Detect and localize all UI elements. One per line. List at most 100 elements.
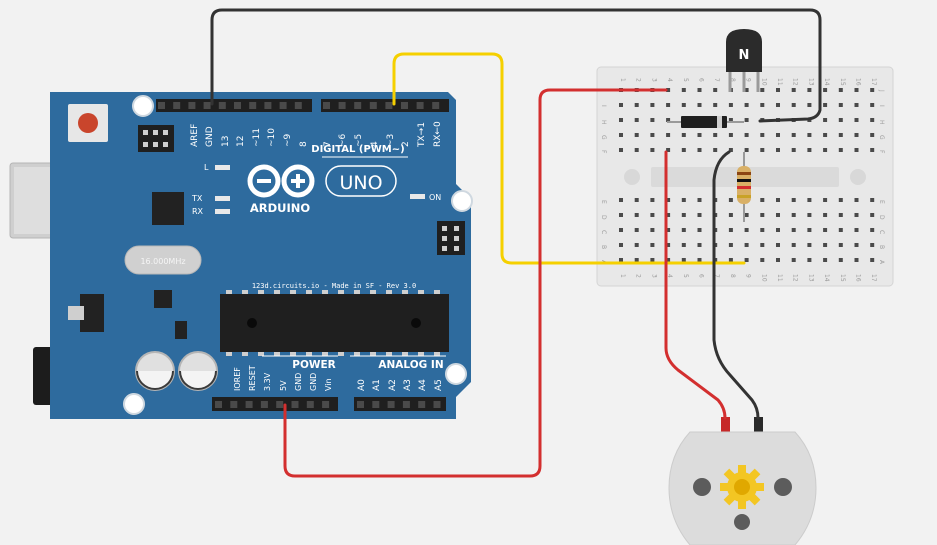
arduino-board[interactable]: 16.000MHz L TX RX ON bbox=[9, 92, 473, 419]
header-pin[interactable] bbox=[188, 102, 196, 109]
breadboard-hole[interactable] bbox=[666, 228, 671, 232]
breadboard-hole[interactable] bbox=[728, 228, 733, 232]
breadboard-hole[interactable] bbox=[681, 258, 686, 262]
breadboard-hole[interactable] bbox=[760, 258, 765, 262]
breadboard-hole[interactable] bbox=[760, 148, 765, 152]
header-pin[interactable] bbox=[418, 401, 426, 408]
header-pin[interactable] bbox=[322, 401, 330, 408]
header-pin[interactable] bbox=[306, 401, 314, 408]
breadboard-hole[interactable] bbox=[823, 88, 828, 92]
breadboard-hole[interactable] bbox=[650, 213, 655, 217]
breadboard-hole[interactable] bbox=[838, 228, 843, 232]
breadboard-hole[interactable] bbox=[650, 198, 655, 202]
breadboard-hole[interactable] bbox=[619, 118, 623, 122]
breadboard-hole[interactable] bbox=[697, 88, 702, 92]
breadboard-hole[interactable] bbox=[728, 213, 733, 217]
wire-motor-red[interactable] bbox=[664, 150, 727, 420]
breadboard-hole[interactable] bbox=[776, 103, 780, 107]
breadboard-hole[interactable] bbox=[760, 213, 765, 217]
breadboard-hole[interactable] bbox=[776, 198, 780, 202]
breadboard-hole[interactable] bbox=[744, 243, 749, 247]
breadboard-hole[interactable] bbox=[776, 213, 780, 217]
breadboard-hole[interactable] bbox=[666, 88, 671, 92]
breadboard-hole[interactable] bbox=[760, 133, 765, 137]
breadboard-hole[interactable] bbox=[823, 213, 828, 217]
header-pin[interactable] bbox=[245, 401, 253, 408]
breadboard-hole[interactable] bbox=[634, 198, 639, 202]
breadboard-hole[interactable] bbox=[791, 103, 796, 107]
breadboard-hole[interactable] bbox=[823, 243, 828, 247]
breadboard-hole[interactable] bbox=[713, 88, 718, 92]
breadboard-hole[interactable] bbox=[823, 148, 828, 152]
breadboard-hole[interactable] bbox=[854, 258, 859, 262]
breadboard-hole[interactable] bbox=[666, 243, 671, 247]
breadboard-hole[interactable] bbox=[728, 133, 733, 137]
breadboard-hole[interactable] bbox=[650, 118, 655, 122]
breadboard-hole[interactable] bbox=[854, 198, 859, 202]
breadboard-hole[interactable] bbox=[634, 228, 639, 232]
breadboard-hole[interactable] bbox=[681, 133, 686, 137]
breadboard-hole[interactable] bbox=[681, 243, 686, 247]
breadboard-hole[interactable] bbox=[776, 88, 780, 92]
breadboard-hole[interactable] bbox=[728, 118, 733, 122]
breadboard-hole[interactable] bbox=[728, 198, 733, 202]
header-pin[interactable] bbox=[203, 102, 211, 109]
breadboard-hole[interactable] bbox=[791, 258, 796, 262]
breadboard-hole[interactable] bbox=[744, 103, 749, 107]
header-pin[interactable] bbox=[249, 102, 257, 109]
breadboard-hole[interactable] bbox=[760, 103, 765, 107]
header-pin[interactable] bbox=[218, 102, 226, 109]
breadboard-hole[interactable] bbox=[807, 198, 812, 202]
breadboard-hole[interactable] bbox=[681, 148, 686, 152]
breadboard-hole[interactable] bbox=[619, 213, 623, 217]
breadboard-hole[interactable] bbox=[870, 198, 875, 202]
wire-gnd-black[interactable] bbox=[210, 8, 822, 123]
breadboard-hole[interactable] bbox=[650, 243, 655, 247]
breadboard-hole[interactable] bbox=[697, 103, 702, 107]
breadboard-hole[interactable] bbox=[634, 118, 639, 122]
header-pin[interactable] bbox=[385, 102, 393, 109]
header-pin[interactable] bbox=[260, 401, 268, 408]
breadboard-hole[interactable] bbox=[870, 103, 875, 107]
breadboard-hole[interactable] bbox=[760, 88, 765, 92]
breadboard-hole[interactable] bbox=[713, 133, 718, 137]
breadboard-hole[interactable] bbox=[838, 118, 843, 122]
breadboard-hole[interactable] bbox=[870, 258, 875, 262]
breadboard-hole[interactable] bbox=[728, 243, 733, 247]
header-pin[interactable] bbox=[357, 401, 364, 408]
breadboard-hole[interactable] bbox=[681, 88, 686, 92]
breadboard-hole[interactable] bbox=[634, 213, 639, 217]
header-pin[interactable] bbox=[173, 102, 181, 109]
breadboard-hole[interactable] bbox=[619, 243, 623, 247]
breadboard-hole[interactable] bbox=[870, 148, 875, 152]
header-pin[interactable] bbox=[369, 102, 377, 109]
header-pin[interactable] bbox=[354, 102, 362, 109]
breadboard-hole[interactable] bbox=[838, 258, 843, 262]
header-pin[interactable] bbox=[279, 102, 287, 109]
breadboard-hole[interactable] bbox=[728, 258, 733, 262]
breadboard-hole[interactable] bbox=[760, 198, 765, 202]
breadboard-hole[interactable] bbox=[776, 133, 780, 137]
breadboard-hole[interactable] bbox=[791, 213, 796, 217]
header-pin[interactable] bbox=[416, 102, 424, 109]
breadboard-hole[interactable] bbox=[854, 148, 859, 152]
header-pin[interactable] bbox=[291, 401, 299, 408]
header-pin[interactable] bbox=[433, 401, 441, 408]
breadboard-hole[interactable] bbox=[697, 243, 702, 247]
breadboard-hole[interactable] bbox=[854, 243, 859, 247]
breadboard-hole[interactable] bbox=[870, 213, 875, 217]
breadboard-hole[interactable] bbox=[666, 258, 671, 262]
breadboard-hole[interactable] bbox=[823, 133, 828, 137]
reset-button-icon[interactable] bbox=[68, 104, 108, 142]
breadboard-hole[interactable] bbox=[807, 103, 812, 107]
dc-motor[interactable] bbox=[668, 417, 817, 545]
breadboard-hole[interactable] bbox=[744, 213, 749, 217]
breadboard-hole[interactable] bbox=[697, 258, 702, 262]
breadboard-hole[interactable] bbox=[681, 228, 686, 232]
breadboard-hole[interactable] bbox=[744, 228, 749, 232]
breadboard-hole[interactable] bbox=[823, 118, 828, 122]
header-pin[interactable] bbox=[402, 401, 410, 408]
breadboard-hole[interactable] bbox=[619, 103, 623, 107]
breadboard-hole[interactable] bbox=[838, 133, 843, 137]
breadboard-hole[interactable] bbox=[681, 103, 686, 107]
